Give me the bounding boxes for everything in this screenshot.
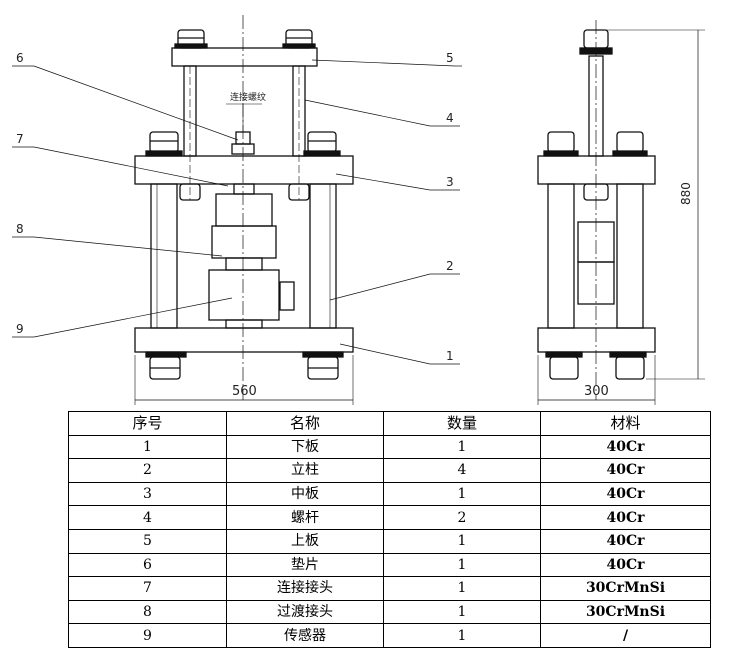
cell-quantity: 1 [383, 552, 541, 578]
cell-quantity: 1 [383, 528, 541, 554]
cell-index: 4 [68, 505, 227, 530]
table-row: 6 垫片 1 40Cr [68, 552, 711, 578]
cell-index: 1 [68, 434, 227, 460]
side-column-left [547, 183, 575, 329]
cell-quantity: 2 [383, 505, 541, 530]
header-material: 材料 [540, 411, 711, 436]
cell-material: 30CrMnSi [540, 576, 711, 601]
table-row: 5 上板 1 40Cr [68, 528, 711, 554]
cell-material: 40Cr [540, 458, 711, 483]
cell-index: 6 [68, 552, 227, 578]
cell-material: 30CrMnSi [540, 599, 711, 625]
cell-index: 9 [68, 623, 227, 648]
table-row: 1 下板 1 40Cr [68, 434, 711, 460]
cell-quantity: 1 [383, 434, 541, 460]
side-column-right [616, 183, 644, 329]
parts-list-table: 序号 名称 数量 材料 1 下板 1 40Cr 2 立柱 4 40Cr 3 中板… [68, 411, 711, 648]
mid-nut-outer-left [149, 131, 179, 153]
transition-joint [215, 193, 273, 227]
callout-9: 9 [16, 322, 24, 336]
assembly-drawing: 连接螺纹 560 300 880 6 7 8 9 5 4 3 2 1 [12, 15, 705, 405]
cell-name: 上板 [226, 528, 384, 554]
header-quantity: 数量 [383, 411, 541, 436]
cell-material: 40Cr [540, 481, 711, 507]
side-middle-plate [537, 155, 656, 185]
bottom-plate [134, 327, 354, 353]
cell-name: 立柱 [226, 458, 384, 483]
dim-height: 880 [679, 182, 693, 205]
cell-name: 垫片 [226, 552, 384, 578]
callout-2: 2 [446, 259, 454, 273]
callout-7: 7 [16, 132, 24, 146]
cell-material: 40Cr [540, 505, 711, 530]
cell-quantity: 4 [383, 458, 541, 483]
sensor [208, 269, 280, 321]
cell-material: / [540, 623, 711, 648]
top-plate [171, 47, 318, 67]
callout-6: 6 [16, 51, 24, 65]
cell-quantity: 1 [383, 623, 541, 648]
connecting-joint [233, 183, 255, 195]
header-name: 名称 [226, 411, 384, 436]
side-bottom-plate [537, 327, 656, 353]
callout-1: 1 [446, 349, 454, 363]
cell-quantity: 1 [383, 599, 541, 625]
table-row: 4 螺杆 2 40Cr [68, 505, 711, 530]
cell-name: 螺杆 [226, 505, 384, 530]
table-row: 8 过渡接头 1 30CrMnSi [68, 599, 711, 625]
cell-index: 5 [68, 528, 227, 554]
header-index: 序号 [68, 411, 227, 436]
cell-material: 40Cr [540, 434, 711, 460]
cell-name: 下板 [226, 434, 384, 460]
callout-3: 3 [446, 175, 454, 189]
callout-4: 4 [446, 111, 454, 125]
dim-width-side: 300 [584, 384, 609, 399]
cell-quantity: 1 [383, 576, 541, 601]
cell-material: 40Cr [540, 552, 711, 578]
callout-5: 5 [446, 51, 454, 65]
column-front-left [150, 183, 178, 329]
mid-nut-under-right [288, 183, 310, 201]
cell-name: 连接接头 [226, 576, 384, 601]
cell-material: 40Cr [540, 528, 711, 554]
table-header-row: 序号 名称 数量 材料 [68, 411, 711, 436]
cell-name: 中板 [226, 481, 384, 507]
cell-index: 7 [68, 576, 227, 601]
cell-index: 2 [68, 458, 227, 483]
cell-name: 过渡接头 [226, 599, 384, 625]
table-row: 3 中板 1 40Cr [68, 481, 711, 507]
thread-label: 连接螺纹 [230, 91, 266, 103]
mid-nut-outer-right [307, 131, 337, 153]
mid-nut-under-left [179, 183, 201, 201]
table-row: 9 传感器 1 / [68, 623, 711, 648]
cell-index: 3 [68, 481, 227, 507]
middle-plate [134, 155, 354, 185]
dim-width-front: 560 [232, 384, 257, 399]
table-row: 2 立柱 4 40Cr [68, 458, 711, 483]
cell-quantity: 1 [383, 481, 541, 507]
column-front-right [309, 183, 337, 329]
callout-8: 8 [16, 222, 24, 236]
cell-name: 传感器 [226, 623, 384, 648]
table-row: 7 连接接头 1 30CrMnSi [68, 576, 711, 601]
cell-index: 8 [68, 599, 227, 625]
